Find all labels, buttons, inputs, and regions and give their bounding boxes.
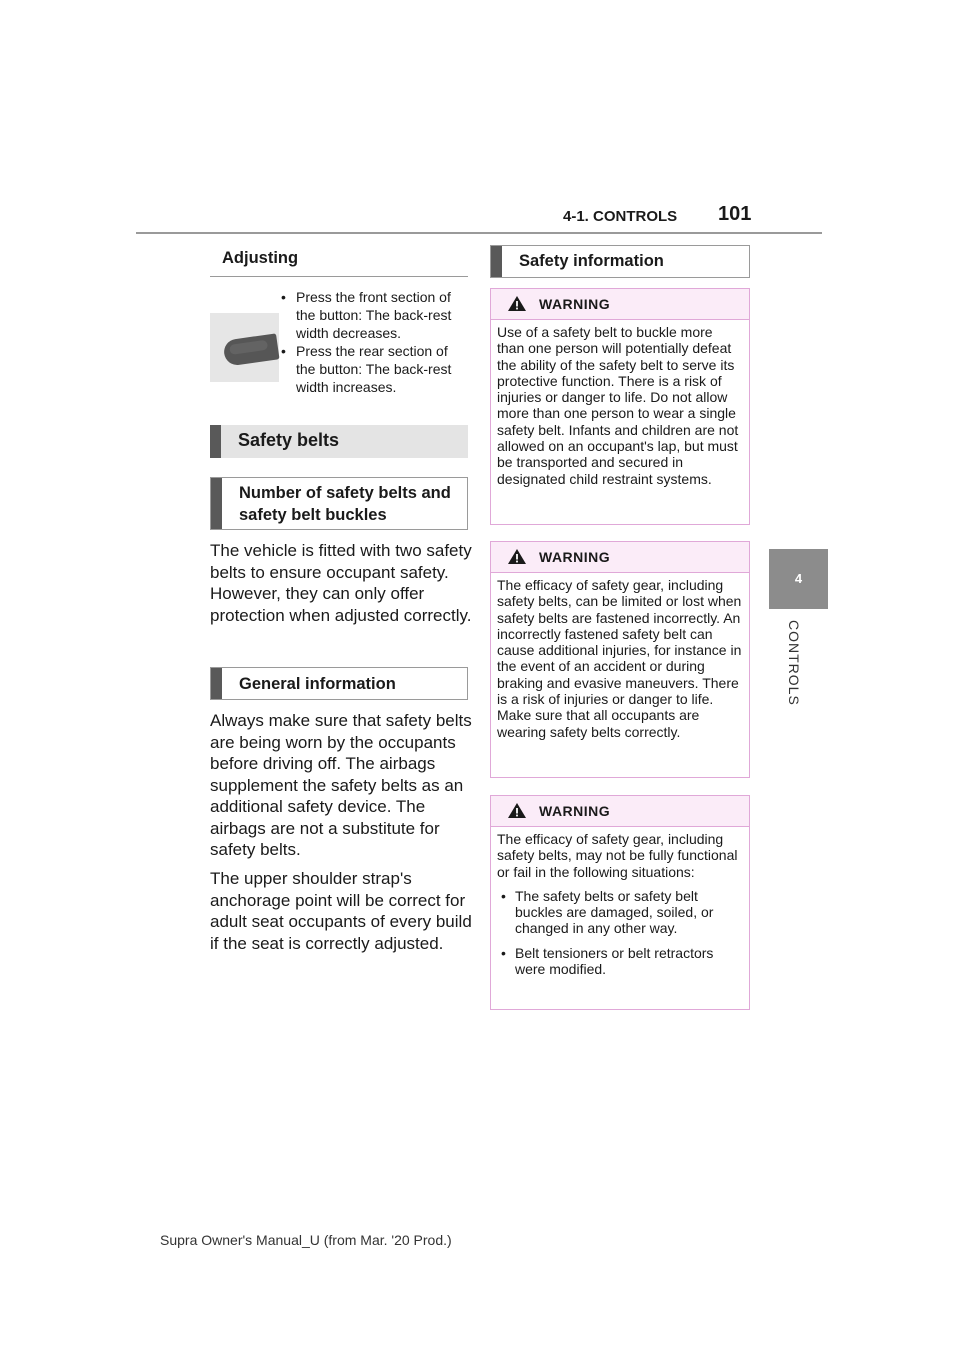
page-number: 101 [718, 203, 752, 225]
general-info-text: Always make sure that safety belts are b… [210, 711, 472, 859]
bullet-dot: • [501, 944, 506, 961]
warning-label: WARNING [539, 296, 611, 312]
safety-belts-title: Safety belts [238, 430, 340, 450]
warning-bullet: • Belt tensioners or belt retractors were… [497, 945, 743, 978]
chapter-tab-number: 4 [794, 571, 803, 586]
warning-bullet: • The safety belts or safety belt buckles… [497, 888, 743, 937]
warning-body: The efficacy of safety gear, including s… [491, 573, 749, 748]
adjust-bullet-list: • Press the front section of the button: … [280, 288, 470, 396]
warning-header: WARNING [491, 542, 749, 573]
safety-belts-heading: Safety belts [210, 425, 468, 458]
number-of-belts-title: Number of safety belts and safety belt b… [239, 484, 451, 524]
heading-bar [491, 246, 502, 277]
general-info-heading: General information [210, 667, 468, 700]
bullet-dot: • [281, 343, 286, 359]
warning-header: WARNING [491, 289, 749, 320]
anchorage-text: The upper shoulder strap's anchorage poi… [210, 869, 472, 953]
warning-triangle-icon [508, 296, 526, 311]
warning-label: WARNING [539, 549, 611, 565]
bullet-dot: • [281, 289, 286, 305]
backrest-button-icon [222, 333, 280, 367]
backrest-width-button-image [210, 313, 280, 382]
adjust-bullet: • Press the rear section of the button: T… [280, 342, 470, 396]
adjust-bullet-text: Press the rear section of the button: Th… [296, 343, 452, 395]
adjust-bullet: • Press the front section of the button: … [280, 288, 470, 342]
manual-footer: Supra Owner's Manual_U (from Mar. '20 Pr… [160, 1232, 452, 1248]
warning-text: Use of a safety belt to buckle more than… [497, 324, 739, 487]
chapter-tab [769, 549, 828, 609]
warning-body: The efficacy of safety gear, including s… [491, 827, 749, 985]
warning-text: The efficacy of safety gear, including s… [497, 831, 738, 880]
heading-bar [211, 668, 222, 699]
warning-box: WARNING Use of a safety belt to buckle m… [490, 288, 750, 525]
chapter-side-label: CONTROLS [786, 620, 802, 706]
warning-bullet-text: The safety belts or safety belt buckles … [515, 887, 714, 937]
header-rule [136, 232, 822, 234]
warning-box: WARNING The efficacy of safety gear, inc… [490, 795, 750, 1010]
adjusting-heading: Adjusting [222, 249, 299, 267]
warning-label: WARNING [539, 803, 611, 819]
number-of-belts-heading: Number of safety belts and safety belt b… [210, 477, 468, 530]
safety-info-heading: Safety information [490, 245, 750, 278]
warning-body: Use of a safety belt to buckle more than… [491, 320, 749, 495]
adjust-bullet-text: Press the front section of the button: T… [296, 289, 452, 341]
warning-bullet-text: Belt tensioners or belt retractors were … [515, 944, 714, 978]
warning-triangle-icon [508, 549, 526, 564]
section-title: 4-1. CONTROLS [563, 208, 678, 225]
number-of-belts-text: The vehicle is fitted with two safety be… [210, 541, 472, 625]
safety-info-title: Safety information [519, 252, 664, 270]
warning-triangle-icon [508, 803, 526, 818]
warning-header: WARNING [491, 796, 749, 827]
heading-bar [210, 425, 221, 458]
general-info-title: General information [239, 675, 396, 693]
adjusting-rule [210, 276, 468, 277]
heading-bar [211, 478, 222, 529]
warning-text: The efficacy of safety gear, including s… [497, 577, 742, 740]
bullet-dot: • [501, 887, 506, 904]
warning-box: WARNING The efficacy of safety gear, inc… [490, 541, 750, 778]
